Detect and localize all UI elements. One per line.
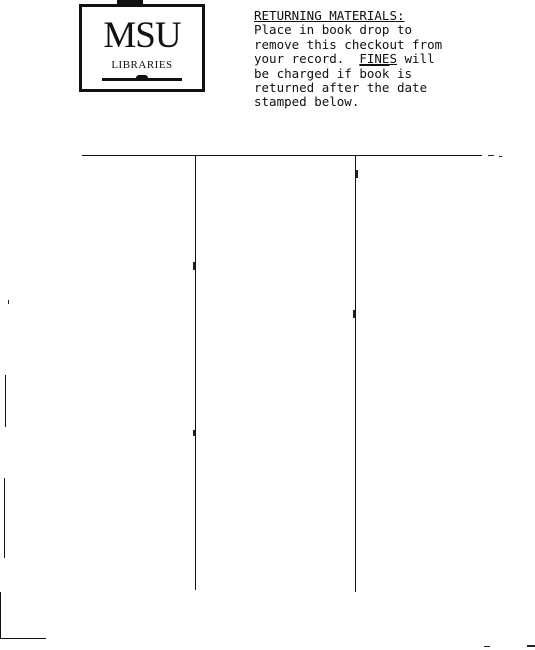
scan-speck: [193, 262, 195, 270]
notice-line: be charged if book is: [254, 65, 529, 81]
logo-bar-ornament: [136, 75, 148, 81]
grid-column-divider-right: [355, 156, 356, 592]
notice-text: your record.: [254, 51, 360, 67]
scan-speck: [353, 310, 355, 318]
notice-text: be charged if: [254, 65, 360, 81]
notice-heading: RETURNING MATERIALS:: [254, 8, 405, 23]
logo-subtitle: LIBRARIES: [111, 59, 173, 71]
notice-text: will: [397, 51, 435, 67]
scan-speck: [527, 645, 535, 647]
notice-line: returned after the date: [254, 80, 428, 96]
grid-top-rule: [82, 155, 482, 156]
notice-line: stamped below.: [254, 94, 360, 110]
scan-speck: [8, 300, 9, 304]
scan-speck: [499, 156, 502, 157]
notice-text: is: [389, 65, 413, 81]
fines-emphasis: FINES: [359, 51, 397, 67]
logo-tab-mark: [117, 0, 143, 5]
notice-line: Place in book drop to: [254, 22, 413, 38]
logo-frame: MSU LIBRARIES: [79, 4, 205, 92]
bottom-corner-rule: [0, 638, 46, 639]
scan-speck: [484, 646, 490, 647]
scan-speck: [193, 430, 195, 436]
margin-edge-mark: [5, 375, 6, 427]
margin-edge-mark: [0, 592, 1, 638]
logo-title: MSU: [103, 15, 181, 56]
scan-speck: [488, 155, 494, 156]
grid-column-divider-left: [195, 156, 196, 590]
returning-materials-notice: RETURNING MATERIALS: Place in book drop …: [254, 8, 529, 110]
notice-line: remove this checkout from: [254, 36, 443, 52]
scan-speck: [356, 170, 358, 178]
book-emphasis: book: [359, 65, 390, 81]
notice-line: your record. FINES will: [254, 52, 529, 66]
margin-edge-mark: [4, 478, 5, 558]
